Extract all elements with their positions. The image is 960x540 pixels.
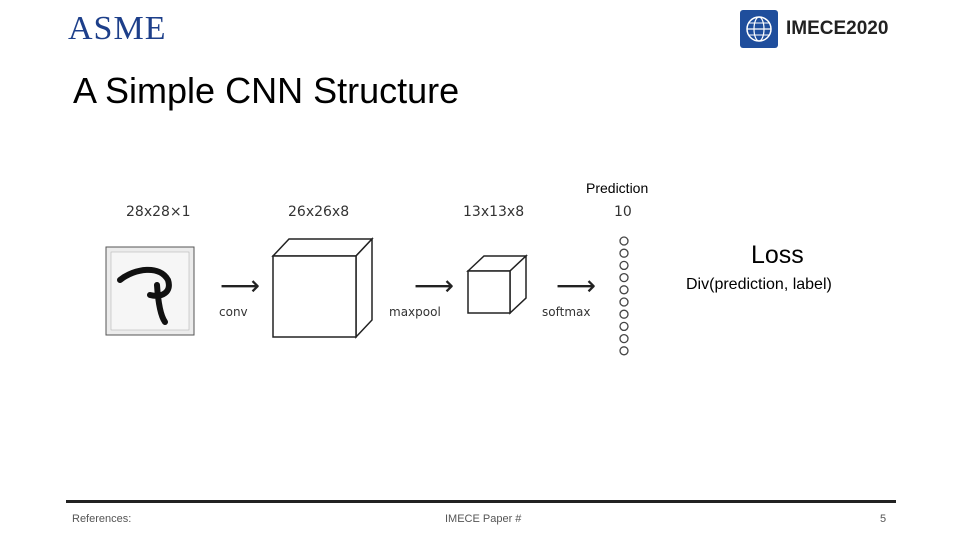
paper-number-label: IMECE Paper # [445, 513, 522, 525]
output-node [619, 309, 629, 319]
output-node [619, 236, 629, 246]
asme-logo-text: ASME [68, 10, 167, 47]
input-digit-image [105, 246, 195, 336]
output-node [619, 272, 629, 283]
output-node [619, 297, 629, 307]
conv-dim-label: 26x26x8 [288, 204, 350, 220]
pool-dim-label: 13x13x8 [463, 204, 525, 220]
input-dim-label: 28x28×1 [126, 204, 191, 220]
output-node [619, 333, 629, 344]
arrow-right-icon: ⟶ [220, 269, 261, 302]
softmax-op-label: softmax [542, 305, 591, 319]
output-dim-label: 10 [614, 204, 632, 220]
conv-feature-cube [271, 237, 374, 339]
arrow-right-icon: ⟶ [414, 269, 455, 302]
maxpool-op-label: maxpool [389, 305, 441, 319]
conv-op-label: conv [219, 305, 248, 319]
loss-title: Loss [751, 241, 804, 269]
references-label: References: [72, 513, 132, 525]
output-node [619, 248, 629, 258]
output-node [619, 260, 629, 271]
output-nodes [619, 236, 629, 356]
prediction-label: Prediction [586, 180, 649, 196]
asme-logo: ASME [68, 10, 166, 48]
output-node [619, 321, 629, 332]
footer-divider [66, 500, 896, 503]
cnn-diagram [105, 236, 629, 356]
globe-icon [740, 10, 778, 48]
slide-title: A Simple CNN Structure [73, 70, 460, 111]
output-node [619, 285, 629, 295]
imece-logo-text: IMECE2020 [786, 18, 889, 39]
arrow-right-icon: ⟶ [556, 269, 597, 302]
imece-logo: IMECE2020 [740, 10, 888, 48]
output-node [619, 346, 629, 356]
page-number: 5 [880, 513, 887, 525]
pool-feature-cube [466, 254, 528, 315]
loss-formula: Div(prediction, label) [686, 276, 832, 293]
